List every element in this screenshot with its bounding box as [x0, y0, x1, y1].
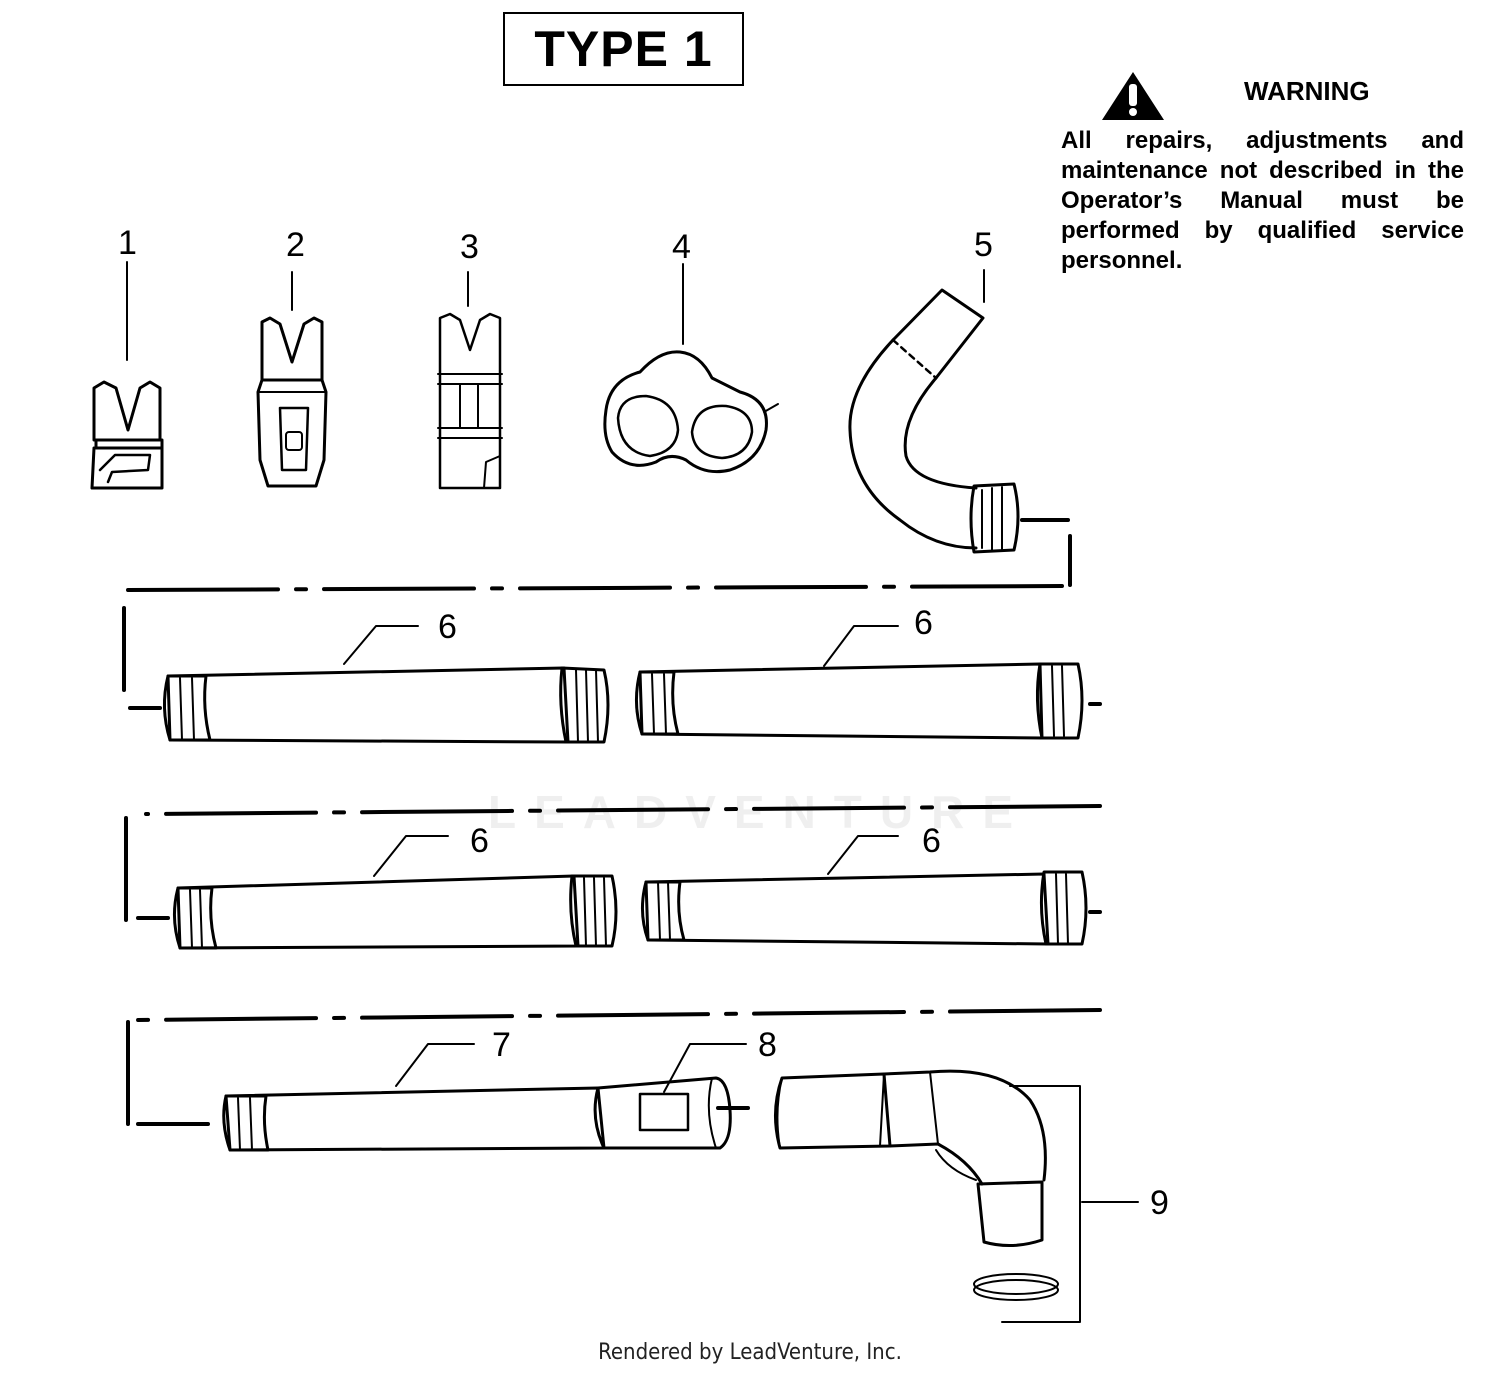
part-7-tube — [222, 1043, 750, 1152]
part-6-tube-d — [641, 835, 1102, 946]
warning-heading: WARNING — [1244, 76, 1370, 106]
connector-line-row-2 — [124, 804, 1102, 922]
callout-8: 8 — [758, 1026, 777, 1064]
warning-triangle-icon — [1102, 72, 1164, 120]
callout-4: 4 — [672, 228, 691, 266]
callout-6a: 6 — [438, 608, 457, 646]
part-2-nozzle — [256, 271, 328, 488]
part-6-tube-a — [162, 625, 610, 744]
part-5-elbow-tube — [848, 269, 1072, 587]
callout-9: 9 — [1150, 1184, 1169, 1222]
connector-line-row-1 — [122, 584, 1064, 710]
callout-6c: 6 — [470, 822, 489, 860]
callout-7: 7 — [492, 1026, 511, 1064]
callout-labels: 1 2 3 4 5 6 6 6 6 7 8 9 — [118, 224, 1169, 1222]
footer-credit: Rendered by LeadVenture, Inc. — [598, 1340, 902, 1365]
callout-2: 2 — [286, 226, 305, 264]
diagram-title: TYPE 1 — [503, 12, 744, 86]
part-8-decal — [638, 1043, 747, 1132]
warning-text: All repairs, adjustments and maintenance… — [1061, 127, 1464, 274]
part-3-sleeve — [437, 271, 503, 490]
callout-6d: 6 — [922, 822, 941, 860]
connector-line-row-3 — [126, 1008, 1102, 1126]
part-6-tube-c — [173, 835, 618, 950]
part-6-tube-b — [635, 625, 1102, 740]
part-9-elbow — [773, 1069, 1139, 1323]
callout-6b: 6 — [914, 604, 933, 642]
callout-3: 3 — [460, 228, 479, 266]
part-1-nozzle — [90, 261, 164, 490]
part-4-safety-goggles — [603, 263, 779, 474]
callout-5: 5 — [974, 226, 993, 264]
callout-1: 1 — [118, 224, 137, 262]
